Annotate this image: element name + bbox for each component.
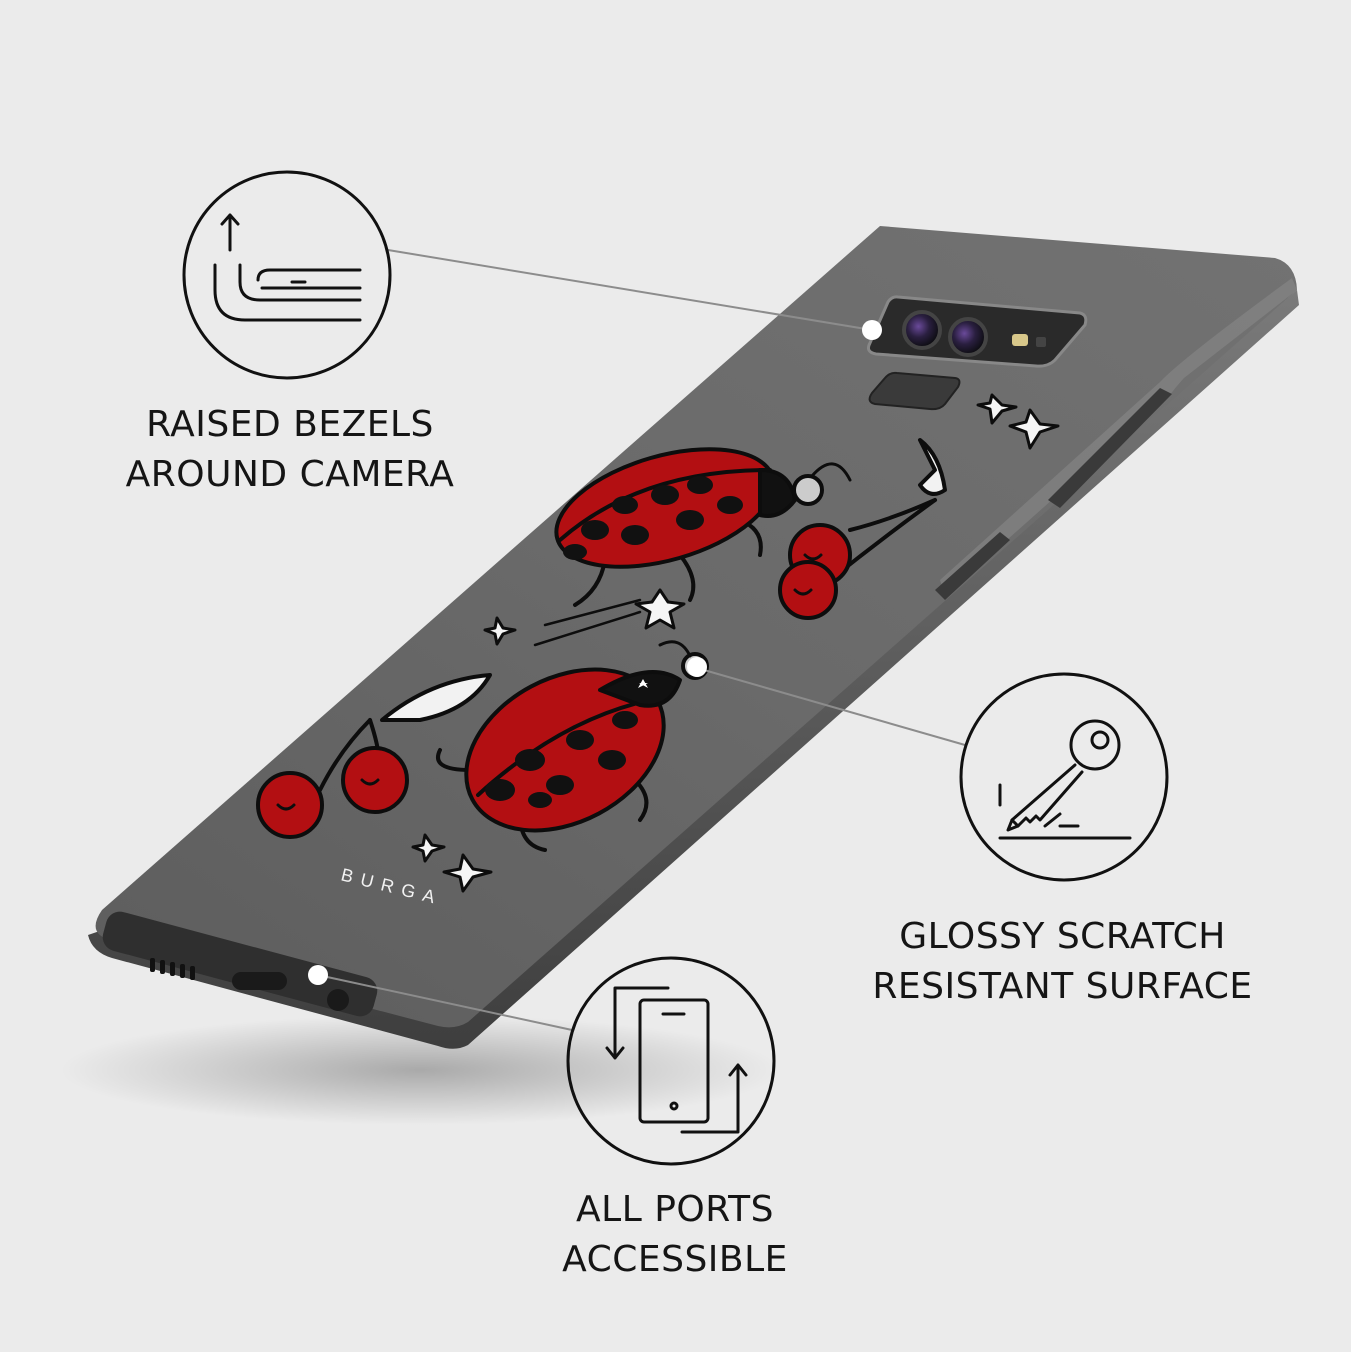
side-button-lower — [935, 532, 1010, 600]
feature-label-scratch: GLOSSY SCRATCH RESISTANT SURFACE — [840, 912, 1285, 1012]
feature-label-scratch-line1: GLOSSY SCRATCH — [899, 916, 1226, 957]
feature-label-bezels-line2: AROUND CAMERA — [125, 454, 455, 495]
port-cutout — [102, 911, 378, 1017]
camera-sensor — [1036, 337, 1046, 347]
usb-c-port — [232, 972, 287, 990]
case-shadow — [60, 1015, 780, 1125]
callout-lines — [317, 249, 966, 1031]
ladybug-lower — [436, 640, 709, 852]
callout-dot-bezels — [862, 320, 882, 340]
headphone-jack — [327, 989, 349, 1011]
shooting-star-trail — [533, 598, 642, 647]
camera-flash — [1012, 334, 1028, 346]
callout-line-bezels — [387, 249, 873, 331]
camera-lens-left — [902, 310, 942, 350]
callout-line-ports — [317, 974, 573, 1031]
raised-bezel-icon — [182, 170, 392, 380]
cherries-right — [778, 438, 947, 620]
case-back-surface — [95, 226, 1298, 1028]
feature-label-ports: ALL PORTS ACCESSIBLE — [505, 1185, 845, 1285]
bottom-ports — [102, 911, 378, 1017]
feature-label-scratch-line2: RESISTANT SURFACE — [872, 966, 1253, 1007]
case-artwork: BURGA — [256, 393, 1060, 909]
callout-dot-scratch — [687, 657, 707, 677]
phone-rotate-icon — [566, 956, 776, 1166]
camera-module — [867, 295, 1088, 411]
feature-label-bezels: RAISED BEZELS AROUND CAMERA — [90, 400, 490, 500]
side-button-upper — [1048, 388, 1172, 508]
callout-dot-ports — [308, 965, 328, 985]
cherries-left — [256, 673, 492, 839]
ladybug-upper — [554, 447, 852, 607]
feature-label-ports-line1: ALL PORTS — [576, 1189, 774, 1230]
sparkles — [411, 393, 1060, 893]
key-scratch-icon — [959, 672, 1169, 882]
camera-lens-right — [948, 317, 988, 357]
feature-label-ports-line2: ACCESSIBLE — [562, 1239, 788, 1280]
fingerprint-cutout — [868, 371, 961, 411]
speaker-grille — [150, 958, 195, 980]
feature-label-bezels-line1: RAISED BEZELS — [146, 404, 434, 445]
callout-line-scratch — [696, 667, 966, 746]
callout-dots — [308, 320, 882, 985]
